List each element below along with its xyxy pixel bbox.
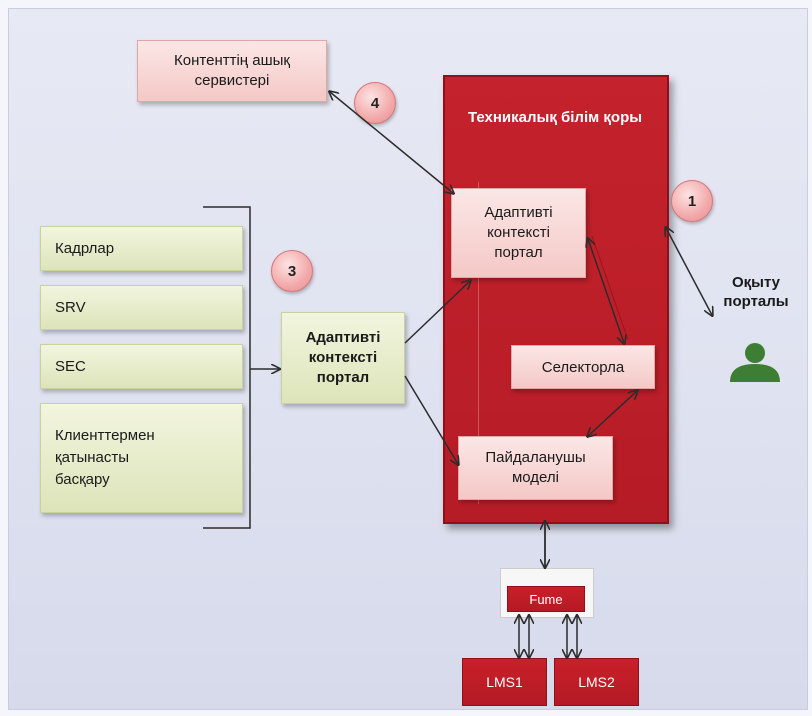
- left-list-item-3-label: SEC: [55, 358, 86, 375]
- selector-label: Селекторла: [541, 358, 625, 376]
- open-services-label: Контенттің ашық сервистері: [174, 52, 290, 89]
- tech-base-title: Техникалық білім қоры: [455, 92, 655, 142]
- lms2-label: LMS2: [578, 674, 615, 690]
- gate-box: Fume: [507, 586, 585, 612]
- left-list-item-4: Клиенттермен қатынасты басқару: [40, 403, 243, 513]
- left-list-item-4-label: Клиенттермен қатынасты басқару: [55, 427, 155, 488]
- tech-base-title-text: Техникалық білім қоры: [467, 108, 643, 126]
- lms1-box: LMS1: [462, 658, 547, 706]
- left-list-item-1: Кадрлар: [40, 226, 243, 271]
- badge-3-label: 3: [287, 262, 297, 280]
- badge-3: 3: [271, 250, 313, 292]
- user-model-box: Пайдаланушы моделі: [458, 436, 613, 500]
- lms1-label: LMS1: [486, 674, 523, 690]
- badge-1-label: 1: [687, 192, 697, 210]
- badge-1: 1: [671, 180, 713, 222]
- left-list-item-3: SEC: [40, 344, 243, 389]
- adaptive-portal-inner-box: Адаптивті контексті портал: [451, 188, 586, 278]
- open-services-box: Контенттің ашық сервистері: [137, 40, 327, 102]
- gate-label: Fume: [529, 591, 563, 607]
- left-list-item-2-label: SRV: [55, 299, 86, 316]
- adaptive-portal-outer-label: Адаптивті контексті портал: [305, 329, 381, 386]
- inner-divider: [478, 182, 629, 504]
- lms2-box: LMS2: [554, 658, 639, 706]
- left-list-item-1-label: Кадрлар: [55, 240, 115, 257]
- left-list-item-2: SRV: [40, 285, 243, 330]
- badge-4: 4: [354, 82, 396, 124]
- learning-portal-text: Оқыту порталы: [723, 274, 789, 310]
- selector-box: Селекторла: [511, 345, 655, 389]
- adaptive-portal-inner-label: Адаптивті контексті портал: [484, 204, 553, 261]
- badge-4-label: 4: [370, 94, 380, 112]
- adaptive-portal-outer-box: Адаптивті контексті портал: [281, 312, 405, 404]
- learning-portal-label: Оқыту порталы: [712, 270, 800, 314]
- user-model-label: Пайдаланушы моделі: [485, 449, 586, 486]
